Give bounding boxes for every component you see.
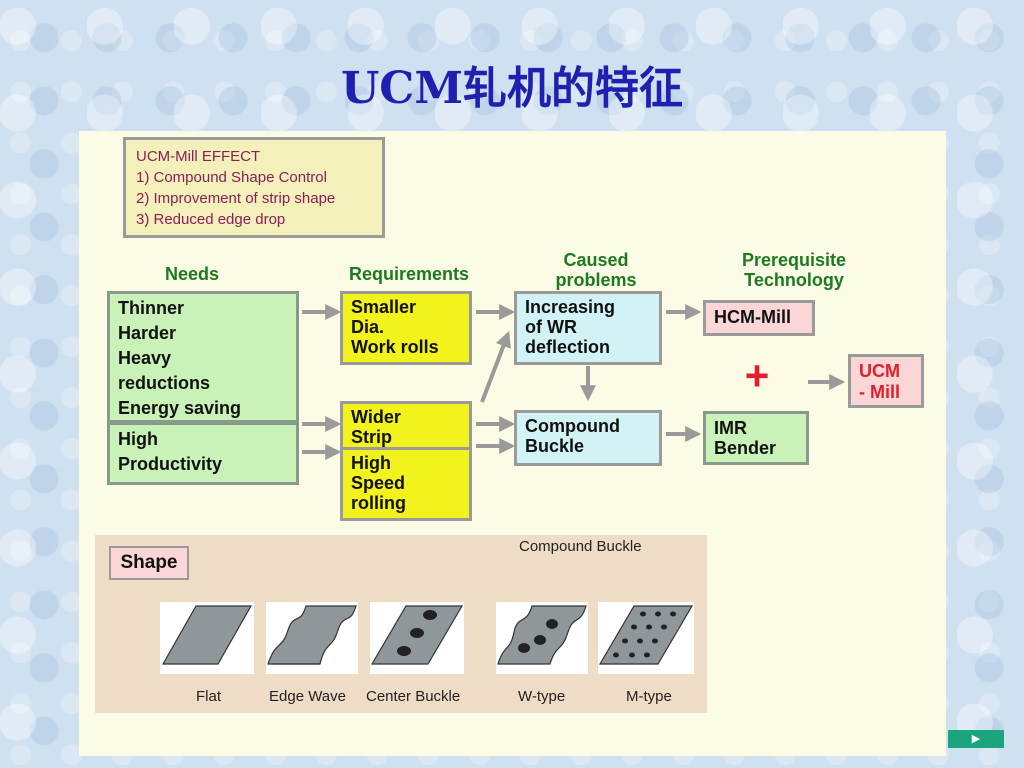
req-wider-strip: Wider Strip	[340, 401, 472, 451]
caption-center-buckle: Center Buckle	[366, 688, 461, 705]
needs-box-bottom: High Productivity	[107, 422, 299, 485]
header-needs: Needs	[164, 264, 220, 284]
plus-icon: +	[744, 352, 770, 399]
effect-item: 1) Compound Shape Control	[136, 169, 327, 186]
caption-m-type: M-type	[626, 688, 672, 705]
caption-flat: Flat	[196, 688, 222, 705]
needs-box-top: Thinner Harder Heavy reductions Energy s…	[107, 291, 299, 423]
header-caused-problems: Caused problems	[555, 250, 637, 290]
header-requirements: Requirements	[348, 264, 470, 284]
header-prerequisite-technology: Prerequisite Technology	[741, 250, 847, 290]
problem-wr-deflection: Increasing of WR deflection	[514, 291, 662, 365]
shape-tag: Shape	[109, 546, 189, 580]
caption-edge-wave: Edge Wave	[269, 688, 346, 705]
result-ucm-mill: UCM - Mill	[848, 354, 924, 408]
effect-box: UCM-Mill EFFECT 1) Compound Shape Contro…	[123, 137, 385, 238]
m-type-strip-icon	[598, 602, 694, 674]
effect-heading: UCM-Mill EFFECT	[136, 148, 261, 165]
effect-item: 2) Improvement of strip shape	[136, 190, 336, 207]
req-smaller-dia: Smaller Dia. Work rolls	[340, 291, 472, 365]
req-high-speed: High Speed rolling	[340, 447, 472, 521]
center-buckle-strip-icon	[370, 602, 464, 674]
slide-title: UCM轧机的特征	[340, 63, 684, 114]
effect-item: 3) Reduced edge drop	[136, 211, 286, 228]
problem-compound-buckle: Compound Buckle	[514, 410, 662, 466]
tech-hcm-mill: HCM-Mill	[703, 300, 815, 336]
flat-strip-icon	[160, 602, 254, 674]
play-next-icon[interactable]: ▶	[948, 730, 1004, 748]
tech-imr-bender: IMR Bender	[703, 411, 809, 465]
edge-wave-strip-icon	[266, 602, 358, 674]
w-type-strip-icon	[496, 602, 588, 674]
compound-buckle-label: Compound Buckle	[519, 538, 642, 555]
caption-w-type: W-type	[518, 688, 566, 705]
